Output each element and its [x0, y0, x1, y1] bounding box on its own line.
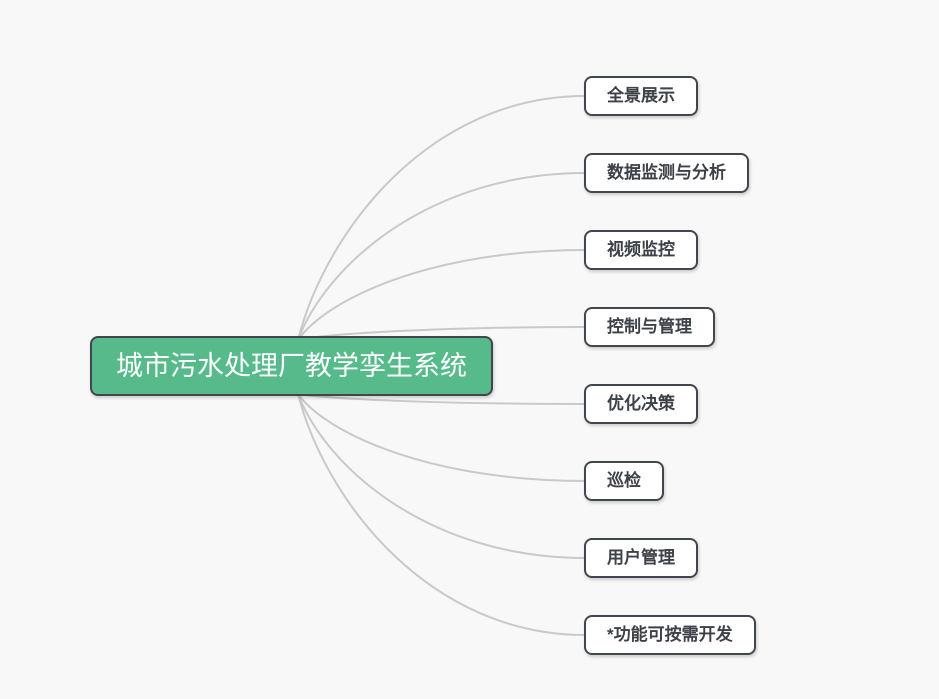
node-note-functions-on-demand[interactable]: *功能可按需开发 — [584, 615, 756, 655]
connector-line — [297, 95, 586, 341]
node-optimization-decision[interactable]: 优化决策 — [584, 384, 698, 424]
node-inspection[interactable]: 巡检 — [584, 461, 664, 501]
root-node-teaching-twin-system[interactable]: 城市污水处理厂教学孪生系统 — [90, 336, 493, 396]
node-video-surveillance[interactable]: 视频监控 — [584, 230, 698, 270]
connector-line — [297, 393, 586, 559]
node-panoramic-display[interactable]: 全景展示 — [584, 76, 698, 116]
node-user-management[interactable]: 用户管理 — [584, 538, 698, 578]
connector-line — [297, 172, 586, 341]
node-control-management[interactable]: 控制与管理 — [584, 307, 715, 347]
connector-line — [297, 249, 586, 341]
connector-line — [297, 393, 586, 482]
node-data-monitoring-analysis[interactable]: 数据监测与分析 — [584, 153, 749, 193]
connector-line — [297, 393, 586, 636]
